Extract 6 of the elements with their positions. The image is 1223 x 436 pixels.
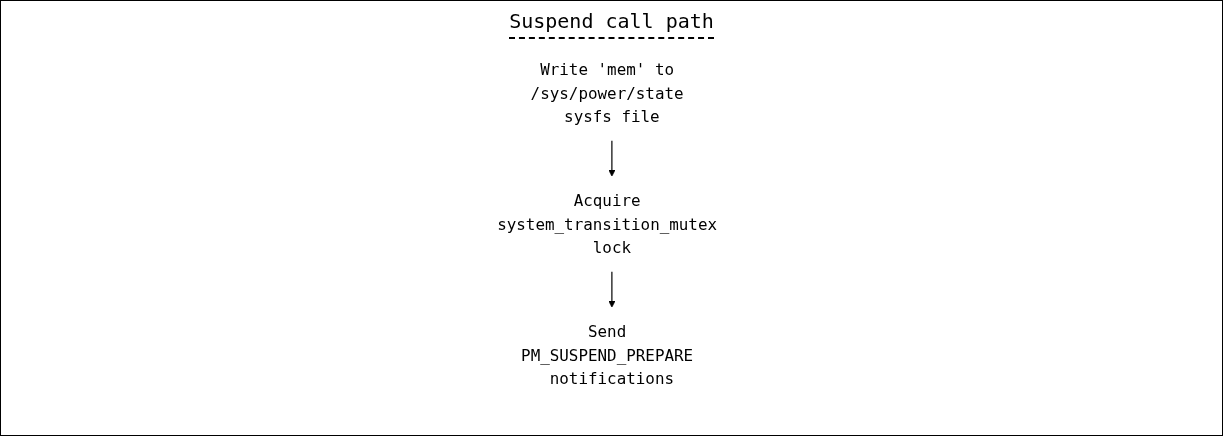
diagram-title: Suspend call path [509,9,714,39]
node-text: Write 'mem' to /sys/power/state sysfs file [530,59,684,127]
node-text: Send PM_SUSPEND_PREPARE notifications [520,321,693,389]
arrow [608,140,615,177]
node-text: Acquire system_transition_mutex lock [496,190,717,258]
arrow [608,271,615,308]
